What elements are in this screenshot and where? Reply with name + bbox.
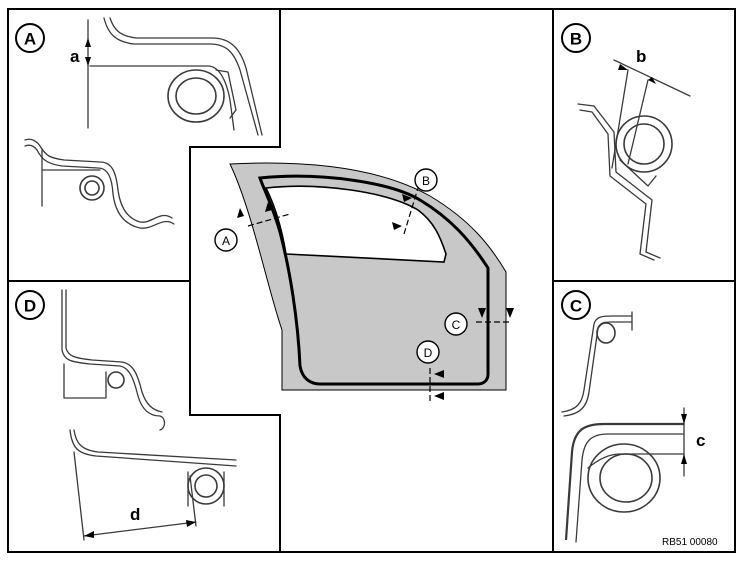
panel-b-seal-lip — [619, 159, 657, 187]
panel-d-small-flange — [63, 363, 107, 399]
panel-a-dim-arrow-down — [85, 57, 91, 66]
door-marker-a: A — [214, 228, 238, 252]
svg-text:D: D — [24, 297, 36, 316]
section-b-line — [403, 187, 419, 235]
svg-text:A: A — [222, 234, 230, 248]
svg-text:B: B — [422, 174, 430, 188]
panel-c-profile-outer — [564, 422, 684, 541]
panel-a: A a — [15, 17, 263, 229]
panel-a-small-profile-inner — [24, 144, 175, 229]
panel-b-end — [639, 251, 661, 261]
panel-a-border — [8, 9, 281, 282]
panel-d-dim-arrow-left — [84, 531, 94, 538]
panel-c-profile-inner — [575, 433, 685, 543]
section-d-arrow-1 — [434, 370, 444, 378]
panel-a-seal-inner — [175, 77, 217, 115]
panel-d-seal-inner — [194, 474, 218, 498]
door-seal-outline — [257, 174, 490, 386]
panel-b-profile-inner — [579, 109, 647, 255]
panel-d-small-seal — [107, 371, 125, 389]
panel-d-badge: D — [15, 290, 45, 320]
panel-d-seal-outer — [187, 467, 225, 505]
panel-a-dimension-label: a — [70, 47, 80, 66]
panel-b-extension-lines — [611, 69, 649, 169]
panel-a-profile-outer — [103, 17, 259, 136]
panel-d-dimension-label: d — [130, 505, 140, 524]
panel-b-profile-outer — [577, 103, 653, 253]
door-marker-b: B — [414, 168, 438, 192]
section-a-arrow-2 — [265, 202, 272, 212]
panel-c-dim-arrow-bottom — [681, 454, 687, 464]
panel-c-dimension-label: c — [696, 431, 705, 450]
panel-b-seal-inner — [623, 123, 665, 165]
panel-a-badge: A — [15, 23, 45, 53]
section-a-arrow-1 — [237, 208, 244, 218]
door-marker-d: D — [416, 340, 440, 364]
panel-a-small-profile-outer — [24, 138, 173, 223]
panel-b: B b — [561, 23, 691, 261]
door-window — [264, 185, 447, 263]
panel-d-small-profile-outer — [61, 289, 166, 431]
panel-d-small-profile-inner — [65, 289, 163, 413]
section-a-line — [247, 213, 291, 227]
panel-a-small-seal — [79, 175, 105, 201]
panel-b-dim-arrow-right — [648, 77, 656, 84]
panel-d-seal-sides — [187, 471, 225, 507]
panel-a-dim-arrow-up — [85, 38, 91, 47]
panel-b-dimension-label: b — [636, 47, 646, 66]
svg-text:B: B — [570, 30, 582, 49]
panel-d-dimension-line — [83, 521, 197, 537]
svg-text:C: C — [452, 318, 461, 332]
panel-c-dim-arrow-top — [681, 414, 687, 424]
panel-c-small-seal — [596, 322, 616, 344]
svg-text:A: A — [24, 30, 36, 49]
section-c-arrow-2 — [506, 308, 514, 318]
panel-c-seal-inner — [599, 453, 653, 503]
panel-d-dim-arrow-right — [186, 520, 196, 527]
section-c-arrow-1 — [478, 308, 486, 318]
panel-c: C c — [561, 290, 705, 543]
section-b-arrow-1 — [402, 194, 412, 202]
panel-d-border — [8, 280, 281, 552]
panel-b-badge: B — [561, 23, 591, 53]
panel-d-profile-outer — [69, 429, 237, 467]
panel-d-profile-inner — [73, 429, 237, 461]
reference-code: RB51 00080 — [662, 537, 718, 548]
door-illustration: A B C D — [214, 162, 514, 402]
panel-c-small-profile-outer — [561, 315, 633, 413]
svg-text:D: D — [424, 346, 433, 360]
panel-b-dim-arrow-left — [618, 64, 628, 70]
panel-bc-border — [552, 9, 735, 552]
panel-d: D d — [15, 289, 237, 541]
section-b-arrow-2 — [392, 222, 402, 230]
panel-a-small-seal-inner — [84, 180, 100, 196]
panel-a-flange — [89, 65, 235, 131]
door-marker-c: C — [444, 312, 468, 336]
panel-c-seal-outer — [587, 443, 661, 513]
panel-a-profile-inner — [109, 17, 263, 136]
panel-d-extension-lines — [73, 451, 197, 541]
panel-c-badge: C — [561, 290, 591, 320]
panel-a-seal-lip — [215, 69, 237, 119]
panel-a-seal-outer — [167, 69, 225, 123]
svg-text:C: C — [570, 297, 582, 316]
panel-b-seal-outer — [615, 115, 673, 173]
section-d-arrow-2 — [434, 392, 444, 400]
